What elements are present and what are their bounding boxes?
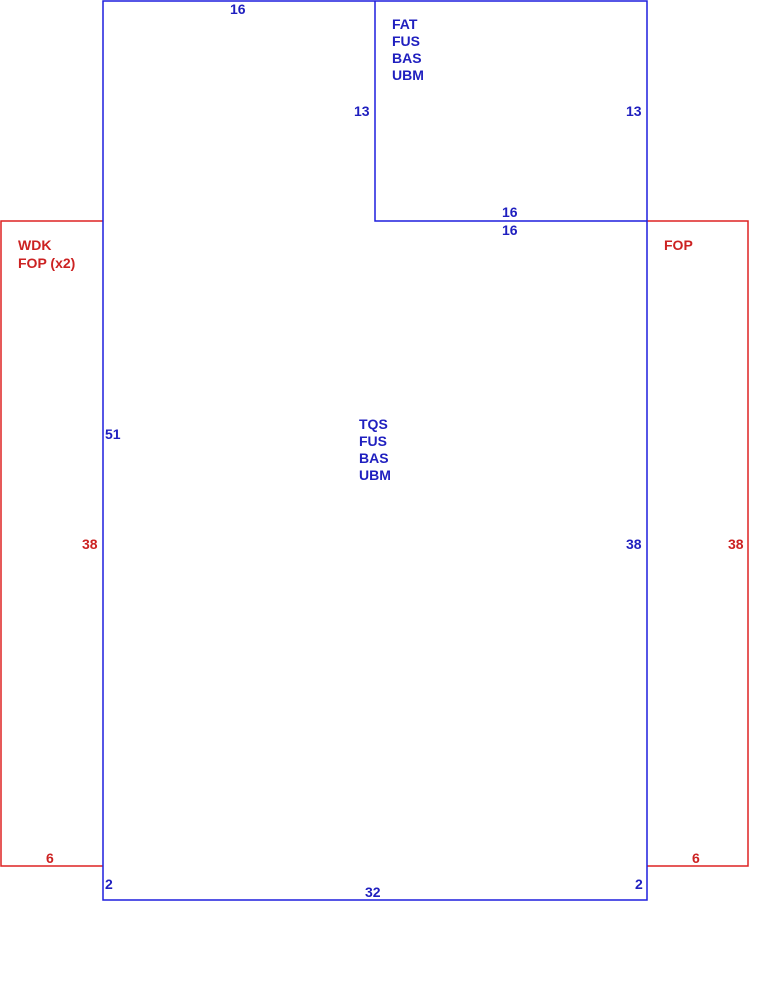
dim-bottom: 32 (365, 884, 381, 900)
main-code-3: BAS (359, 450, 389, 466)
dim-upper-left: 13 (354, 103, 370, 119)
dim-right-wing-height: 38 (728, 536, 744, 552)
upper-code-1: FAT (392, 16, 418, 32)
main-code-4: UBM (359, 467, 391, 483)
dim-main-top-segment: 16 (502, 222, 518, 238)
left-wing-code-1: WDK (18, 237, 51, 253)
dim-left-wing-bottom: 6 (46, 850, 54, 866)
upper-code-3: BAS (392, 50, 422, 66)
right-wing-code-1: FOP (664, 237, 693, 253)
dim-right-wing-bottom: 6 (692, 850, 700, 866)
main-code-2: FUS (359, 433, 387, 449)
main-structure-outline (102, 0, 648, 901)
dim-upper-bottom: 16 (502, 204, 518, 220)
dim-top-left: 16 (230, 1, 246, 17)
dim-left-wing-height: 38 (82, 536, 98, 552)
upper-code-4: UBM (392, 67, 424, 83)
dim-main-left: 51 (105, 426, 121, 442)
left-wing-outline (0, 220, 103, 867)
dim-bottom-right-jog: 2 (635, 876, 643, 892)
dim-upper-right: 13 (626, 103, 642, 119)
upper-section-divider (374, 1, 647, 222)
dim-bottom-left-jog: 2 (105, 876, 113, 892)
upper-code-2: FUS (392, 33, 420, 49)
main-code-1: TQS (359, 416, 388, 432)
left-wing-code-2: FOP (x2) (18, 255, 75, 271)
right-wing-outline (647, 220, 749, 867)
dim-main-right: 38 (626, 536, 642, 552)
